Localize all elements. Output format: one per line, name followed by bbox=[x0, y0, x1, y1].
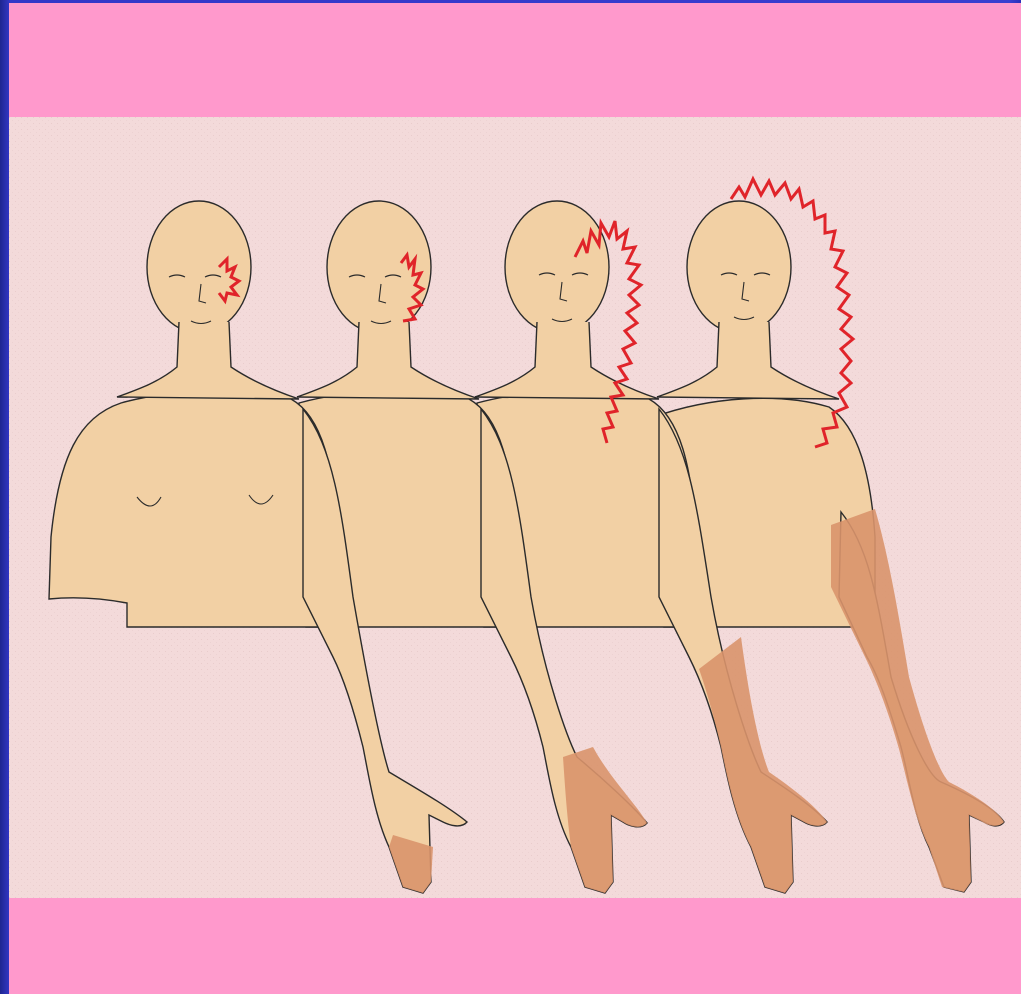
referred-pain-figure bbox=[9, 117, 1021, 898]
title-band bbox=[9, 3, 1021, 117]
footer-band bbox=[9, 898, 1021, 994]
